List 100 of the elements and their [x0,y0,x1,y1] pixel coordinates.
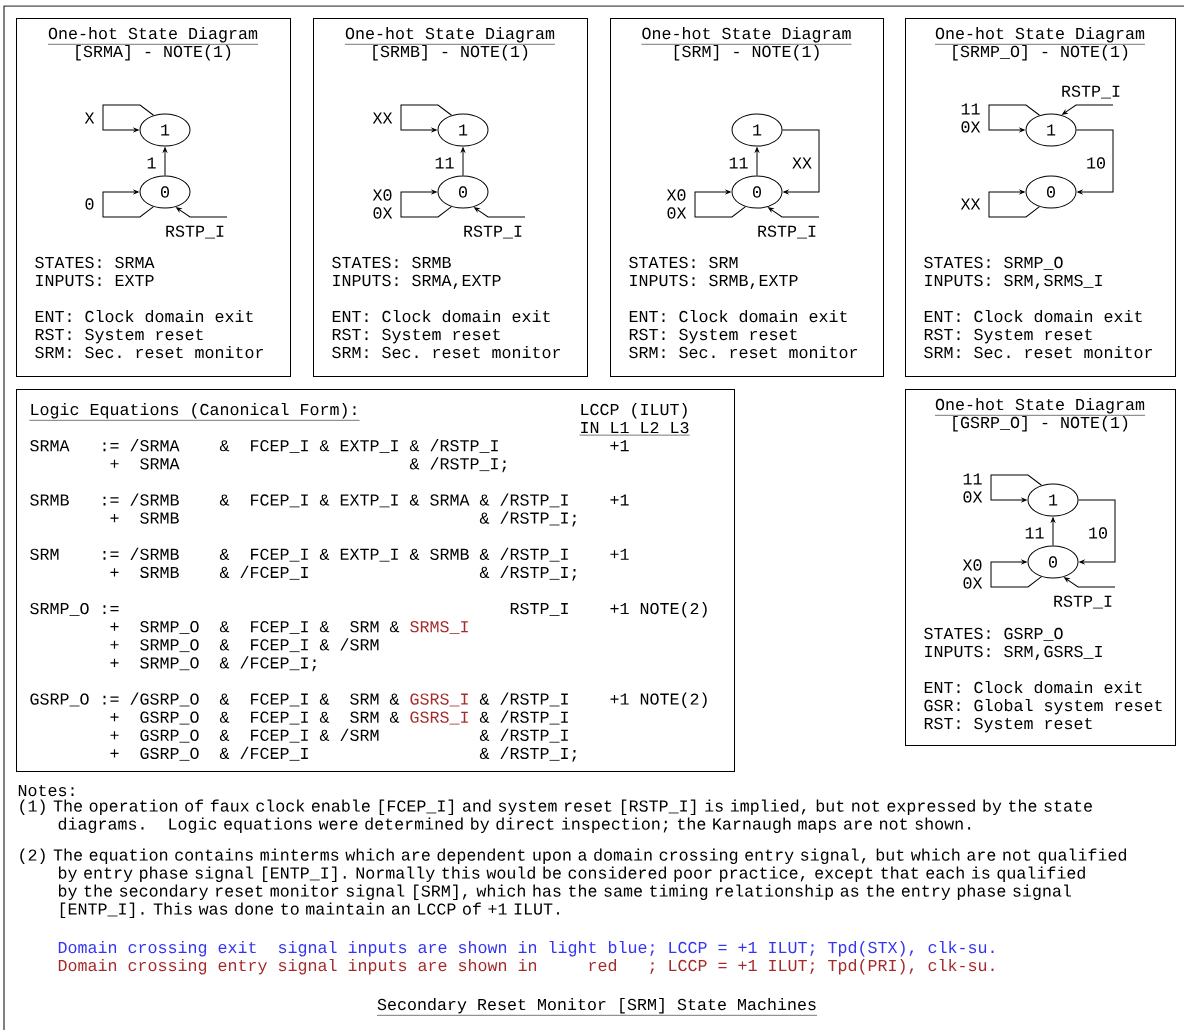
description-text: STATES: GSRP_O [924,627,1063,641]
transition-arrow [988,189,1040,218]
description-text: SRM: Sec. reset monitor [629,345,857,359]
equation-text: FCEP_I & [251,711,330,725]
equation-text: FCEP_I & EXTP_I & /RSTP_I [251,439,498,453]
transition-arrow [163,147,168,176]
transition-arrow [176,207,228,218]
panel-heading: One-hot State Diagram [934,26,1146,45]
equation-text: +1 NOTE(2) [610,692,707,709]
panel-subtitle: [SRMA] - NOTE(1) [76,44,231,61]
edge-label: XX [792,157,812,169]
transition-arrow [1078,499,1116,564]
equation-text: SRM [30,548,59,560]
state-diagram-panel [905,389,1176,746]
equation-text: FCEP_I & [251,693,330,707]
edge-label: 0 [85,198,94,210]
transition-arrow [474,207,526,218]
edge-label: 11 [1025,527,1044,539]
equation-text: FCEP_I & EXTP_I & SRMB & /RSTP_I [251,547,568,562]
equation-text: SRMS_I [410,621,468,634]
description-text: ENT: Clock domain exit [35,309,253,323]
note-text: (1) The operation of faux clock enable [FCEP_I] and system reset [RSTP_I] is implied, but not expressed by the state diagrams. Logic equations were determined by direct inspection; the Karnaugh maps are not shown. [20,799,1092,833]
note-text: ; LCCP = +1 ILUT; Tpd(PRI), clk-su. [650,958,994,975]
equation-text: SRMP_O [140,657,199,671]
equation-text: & /RSTP_I; [479,746,576,762]
equation-text: & [219,494,230,506]
state-diagram-panel [313,18,588,377]
description-text: ENT: Clock domain exit [924,309,1142,323]
edge-label: XX [960,198,981,210]
description-text: STATES: SRMP_O [924,256,1063,270]
equation-text: RSTP_I [510,602,568,616]
edge-label: X0 0X [372,189,393,219]
equation-text: + [110,713,119,722]
transition-arrow [755,147,760,176]
panel-heading: One-hot State Diagram [641,26,852,45]
equation-text: FCEP_I & [251,621,330,634]
equation-text: + [110,622,119,631]
description-text: SRM: Sec. reset monitor [332,345,560,359]
edge-label: 1 [147,157,156,169]
equation-text: SRMP_O [140,621,199,634]
equation-text: FCEP_I & /SRM [251,728,379,743]
equation-text: FCEP_I & /SRM [251,638,379,653]
transition-arrow [990,474,1042,502]
description-text: ENT: Clock domain exit [629,309,847,323]
edge-label: 11 [435,157,454,169]
note-text: (2) The equation contains minterms which are dependent upon a domain crossing entry signal, but which are not qualified by entry phase signal [ENTP_I]. Normally this would be considered poor practice, except that each is qualified by the secondary reset monitor signal [SRM], which has the same timing relationship as the entry phase signal [ENTP_I]. This was done to maintain an LCCP of +1 ILUT. [20,848,1126,918]
equation-text: SRMB [30,494,69,506]
description-text: RST: System reset [35,328,203,344]
equation-text: + [110,731,119,740]
transition-arrow [1062,104,1114,115]
description-text: ENT: Clock domain exit [332,309,550,323]
equations-heading: Logic Equations (Canonical Form): [29,402,360,421]
description-text: GSR: Global system reset [924,698,1162,715]
equation-text: & /RSTP_I [479,692,568,707]
edge-label: X [84,112,95,124]
note-text: red [589,958,617,972]
equation-text: := /SRMA [103,439,180,452]
description-text: STATES: SRMA [35,256,155,269]
transition-arrow [102,104,154,132]
edge-label: X0 0X [962,559,983,589]
equation-text: := /SRMB [103,493,179,506]
equation-text: & [219,711,230,723]
equation-text: & /RSTP_I; [479,511,576,527]
edge-label: 10 [1087,157,1105,169]
transition-arrow [1064,577,1116,588]
transition-arrow [990,559,1042,588]
note-text: signal inputs are shown in light blue; LCCP = +1 ILUT; Tpd(STX), clk-su. [278,940,994,957]
equation-text: + [110,514,119,523]
equation-text: GSRS_I [410,693,468,707]
edge-label: RSTP_I [1062,85,1120,99]
note-text: Domain crossing exit [58,940,256,957]
panel-subtitle: [SRMB] - NOTE(1) [373,44,528,61]
description-text: SRM: Sec. reset monitor [924,345,1152,359]
transition-arrow [1076,129,1114,194]
transition-arrow [694,189,746,218]
edge-label: X0 0X [666,189,687,219]
description-text: RST: System reset [332,328,500,344]
description-text: INPUTS: SRM,GSRS_I [925,645,1102,660]
transition-arrow [400,104,452,132]
edge-label: XX [372,112,393,124]
equation-text: + [110,640,119,649]
panel-subtitle: [SRM] - NOTE(1) [674,44,819,61]
edge-label: 11 0X [961,103,981,133]
state-diagram-panel [905,18,1176,377]
equation-text: +1 [610,494,629,506]
equation-text: GSRP_O [140,729,199,743]
edge-label: 11 0X [963,473,983,503]
description-text: RST: System reset [924,328,1092,344]
equation-text: := /SRMB [103,547,179,560]
equation-text: SRM & [350,621,400,633]
transition-arrow [782,129,820,194]
equation-text: & [219,621,230,633]
column-header: LCCP (ILUT) [581,402,687,419]
state-diagram-panel [610,18,884,377]
equation-text: & [219,548,230,560]
equation-text: & /RSTP_I [479,710,568,725]
description-text: RST: System reset [924,717,1092,733]
transition-arrow [461,147,466,176]
panel-heading: One-hot State Diagram [934,397,1146,416]
transition-arrow [1051,517,1056,546]
